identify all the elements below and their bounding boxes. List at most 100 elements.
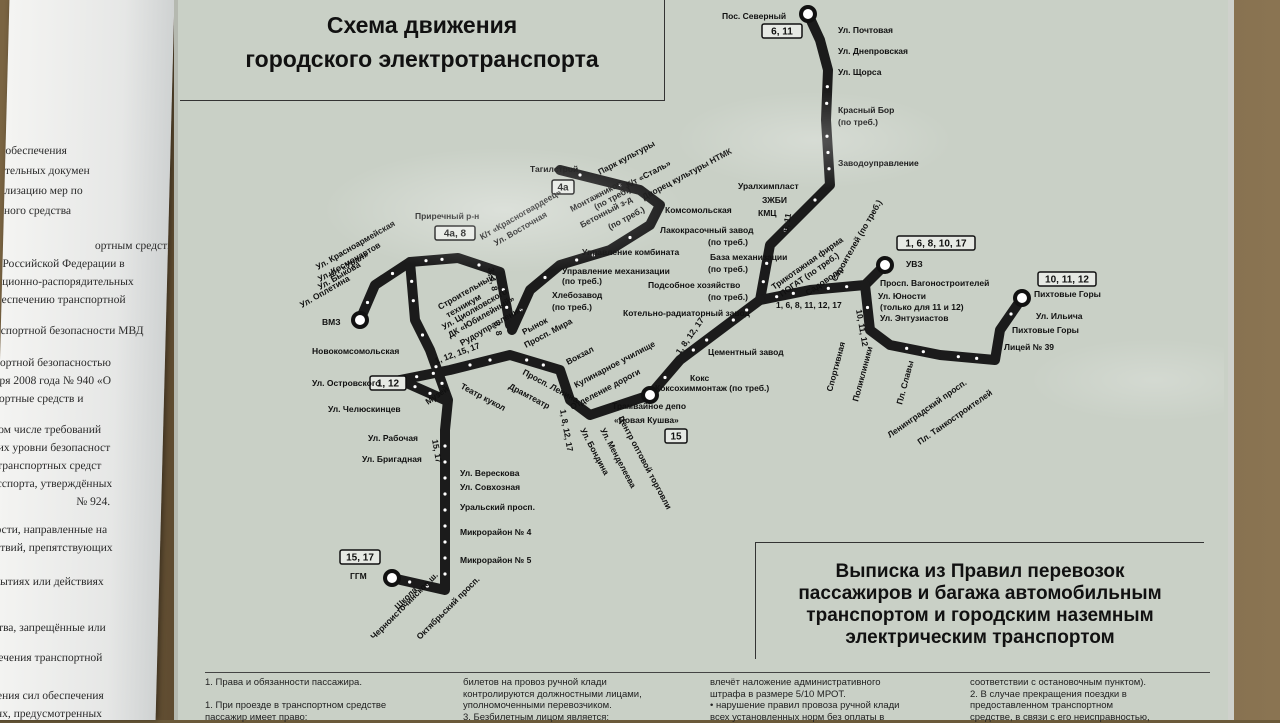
- terminal-stop: [801, 7, 815, 21]
- station-label: Пихтовые Горы: [1034, 289, 1101, 299]
- stop-dot: [762, 280, 765, 283]
- stop-dot: [578, 173, 581, 176]
- stop-dot: [408, 580, 411, 583]
- rules-col2-line: контролируются должностными лицами,: [463, 689, 642, 701]
- stop-dot: [905, 347, 908, 350]
- station-label: Хлебозавод: [552, 290, 603, 300]
- stop-dot: [825, 102, 828, 105]
- station-label: (только для 11 и 12): [880, 302, 964, 312]
- rules-title: Выписка из Правил перевозок пассажиров и…: [756, 561, 1204, 649]
- rules-col2-line: 3. Безбилетным лицом является:: [463, 712, 642, 723]
- stop-dot: [488, 358, 491, 361]
- station-label: Комсомольская: [665, 205, 732, 215]
- station-label: Ул. Совхозная: [460, 482, 520, 492]
- stop-dot: [413, 385, 416, 388]
- route-number: 15: [670, 432, 682, 443]
- rules-column-2: билетов на провоз ручной клади контролир…: [463, 677, 642, 723]
- terminal-stop: [878, 258, 892, 272]
- stop-dot: [825, 135, 828, 138]
- stop-dot: [845, 285, 848, 288]
- stop-dot: [440, 258, 443, 261]
- stop-dot: [421, 333, 424, 336]
- route-number: 10, 11, 12: [1045, 275, 1089, 286]
- rules-column-4: соответствии с остановочным пунктом). 2.…: [970, 677, 1150, 723]
- stop-dot: [705, 338, 708, 341]
- station-label: (по треб.): [708, 292, 748, 302]
- stop-dot: [424, 259, 427, 262]
- station-label: Пл. Танкостроителей: [915, 387, 994, 446]
- stop-dot: [866, 306, 869, 309]
- rules-col1-line: [205, 689, 386, 701]
- stop-dot: [827, 167, 830, 170]
- route-box: 1, 6, 8, 10, 17: [897, 236, 975, 250]
- station-label: Уральский просп.: [460, 502, 535, 512]
- rules-col3-line: • нарушение правил провоза ручной клади: [710, 700, 899, 712]
- rules-col2-line: уполномоченными перевозчиком.: [463, 700, 642, 712]
- stop-dot: [525, 358, 528, 361]
- stop-dot: [628, 236, 631, 239]
- station-label: Лицей № 39: [1004, 342, 1054, 352]
- rules-col1-line: 1. При проезде в транспортном средстве: [205, 700, 386, 712]
- station-label: Ул. Щорса: [838, 67, 882, 77]
- stop-dot: [366, 301, 369, 304]
- station-label: ГГМ: [350, 571, 367, 581]
- stop-dot: [732, 318, 735, 321]
- station-label: Театр кукол: [459, 381, 507, 413]
- station-label: Ул. Юности: [878, 291, 926, 301]
- station-label: Ул. Ильича: [1036, 311, 1083, 321]
- stop-dot: [975, 357, 978, 360]
- stop-dot: [412, 299, 415, 302]
- terminal-stop: [1015, 291, 1029, 305]
- rules-col3-line: штрафа в размере 5/10 МРОТ.: [710, 689, 899, 701]
- rules-col2-line: билетов на провоз ручной клади: [463, 677, 642, 689]
- station-label: Тагилстрой: [530, 164, 578, 174]
- stop-dot: [1009, 312, 1012, 315]
- station-label: Пл. Славы: [894, 359, 915, 405]
- station-label: Пихтовые Горы: [1012, 325, 1079, 335]
- station-label: Уралхимпласт: [738, 181, 799, 191]
- route-box: 15, 17: [340, 550, 380, 564]
- stop-dot: [663, 376, 666, 379]
- line-route-number: 3, 8: [492, 321, 504, 337]
- station-label: Котельно-радиаторный завод: [623, 308, 751, 318]
- station-label: Ул. Бригадная: [362, 454, 422, 464]
- stop-dot: [432, 372, 435, 375]
- stop-dot: [443, 508, 446, 511]
- station-label: (по треб.): [562, 276, 602, 286]
- rules-col4-line: 2. В случае прекращения поездки в: [970, 689, 1150, 701]
- rules-title-line-3: транспортом и городским наземным: [756, 605, 1204, 627]
- station-label: Ул. Верескова: [460, 468, 520, 478]
- station-label: Ул. Энтузиастов: [880, 313, 948, 323]
- route-box: 15: [665, 429, 687, 443]
- route-number: 1, 6, 8, 10, 17: [905, 239, 967, 250]
- rules-col4-line: предоставленном транспортном: [970, 700, 1150, 712]
- stop-dot: [443, 572, 446, 575]
- stop-dot: [410, 280, 413, 283]
- route-number: 15, 17: [346, 553, 374, 564]
- stop-dot: [443, 444, 446, 447]
- stop-dot: [775, 295, 778, 298]
- rules-col3-line: всех установленных норм без оплаты в: [710, 712, 899, 723]
- station-label: КМЦ: [758, 208, 777, 218]
- stop-dot: [542, 363, 545, 366]
- station-label: База механизации: [710, 252, 787, 262]
- station-label: Ул. Челюскинцев: [328, 404, 401, 414]
- station-label: Вокзал: [564, 344, 595, 367]
- route-number: 6, 11: [771, 27, 793, 38]
- stop-dot: [468, 363, 471, 366]
- station-label: (по треб.): [838, 117, 878, 127]
- rules-column-3: влечёт наложение административного штраф…: [710, 677, 899, 723]
- station-label: (по треб.): [708, 237, 748, 247]
- stop-dot: [922, 350, 925, 353]
- route-box: 4а, 8: [435, 226, 475, 240]
- stop-dot: [692, 348, 695, 351]
- stop-dot: [415, 375, 418, 378]
- rules-title-line-2: пассажиров и багажа автомобильным: [756, 583, 1204, 605]
- stop-dot: [443, 476, 446, 479]
- rules-title-line-4: электрическим транспортом: [756, 627, 1204, 649]
- stop-dot: [827, 287, 830, 290]
- rules-text: 1. Права и обязанности пассажира. 1. При…: [205, 672, 1210, 721]
- stop-dot: [443, 492, 446, 495]
- station-label: Подсобное хозяйство: [648, 280, 740, 290]
- stop-dot: [813, 198, 816, 201]
